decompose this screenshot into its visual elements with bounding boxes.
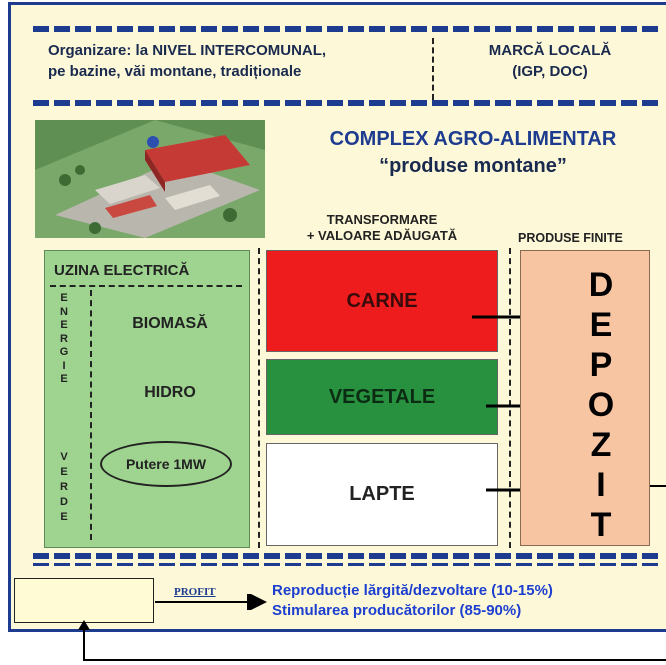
hidro-label: HIDRO [144,384,196,401]
verde-letter: E [60,466,68,478]
vegetale-label: VEGETALE [328,386,436,408]
uzina-box [44,250,250,548]
depozit-letter: I [596,466,606,504]
organizare-line2: pe bazine, văi montane, tradiționale [48,63,302,80]
profit-line2: Stimularea producătorilor (85-90%) [272,602,522,619]
depozit-letter: Z [590,426,612,464]
uzina-title: UZINA ELECTRICĂ [54,262,190,279]
putere-label: Putere 1MW [125,456,207,472]
organizare-line1: Organizare: la NIVEL INTERCOMUNAL, [48,42,327,59]
depozit-letter: T [590,506,612,544]
top-dashed-rule [33,26,663,32]
putere-ellipse: Putere 1MW [100,441,232,487]
marca-line1: MARCĂ LOCALĂ [488,42,612,59]
complex-title-block: COMPLEX AGRO-ALIMENTAR “produse montane” [278,128,666,178]
complex-subtitle: “produse montane” [379,155,567,177]
vegetale-box: VEGETALE [266,359,498,435]
profit-source-box [14,578,154,623]
energie-letter: I [62,359,66,372]
carne-box: CARNE [266,250,498,352]
profit-label: PROFIT [174,586,216,598]
energie-letter: E [60,373,68,385]
verde-letter: E [60,511,68,523]
energie-letter: G [59,346,69,358]
transformare-line2: + VALOARE ADĂUGATĂ [306,228,458,243]
feedback-loop-arrow [78,620,666,661]
facility-aerial-image [35,120,265,238]
marca-line2: (IGP, DOC) [512,63,588,80]
energie-letter: E [60,319,68,331]
complex-title: COMPLEX AGRO-ALIMENTAR [329,128,617,150]
transformare-header: TRANSFORMARE + VALOARE ADĂUGATĂ [262,212,502,244]
separator-left [258,248,260,548]
top-divider [432,38,434,100]
marca-text: MARCĂ LOCALĂ (IGP, DOC) [445,40,655,82]
depozit-letter: O [587,386,615,424]
produse-finite-header: PRODUSE FINITE [518,231,623,245]
separator-right [509,248,511,548]
bottom-dashed-rule-2 [33,563,663,566]
second-dashed-rule [33,100,663,106]
bottom-dashed-rule-1 [33,553,663,559]
organizare-text: Organizare: la NIVEL INTERCOMUNAL, pe ba… [48,40,428,82]
transformare-line1: TRANSFORMARE [326,212,438,227]
carne-label: CARNE [346,290,418,312]
verde-letter: D [60,496,68,508]
verde-letter: V [60,451,68,463]
profit-line1: Reproducție lărgită/dezvoltare (10-15%) [272,582,553,599]
energie-letter: N [60,305,68,318]
energie-letter: R [60,332,68,345]
profit-allocation-text: Reproducție lărgită/dezvoltare (10-15%) … [272,581,553,621]
energie-letter: E [60,292,68,304]
uzina-inner-divider [90,290,92,540]
depozit-letter: E [589,306,613,344]
verde-letter: R [60,481,68,493]
biomasa-label: BIOMASĂ [132,315,208,332]
depozit-out-line [650,485,666,487]
profit-arrow [155,594,267,610]
lapte-label: LAPTE [349,483,415,505]
lapte-box: LAPTE [266,443,498,546]
depozit-letter: P [589,346,613,384]
uzina-title-rule [50,285,242,287]
depozit-letter: D [588,266,614,304]
